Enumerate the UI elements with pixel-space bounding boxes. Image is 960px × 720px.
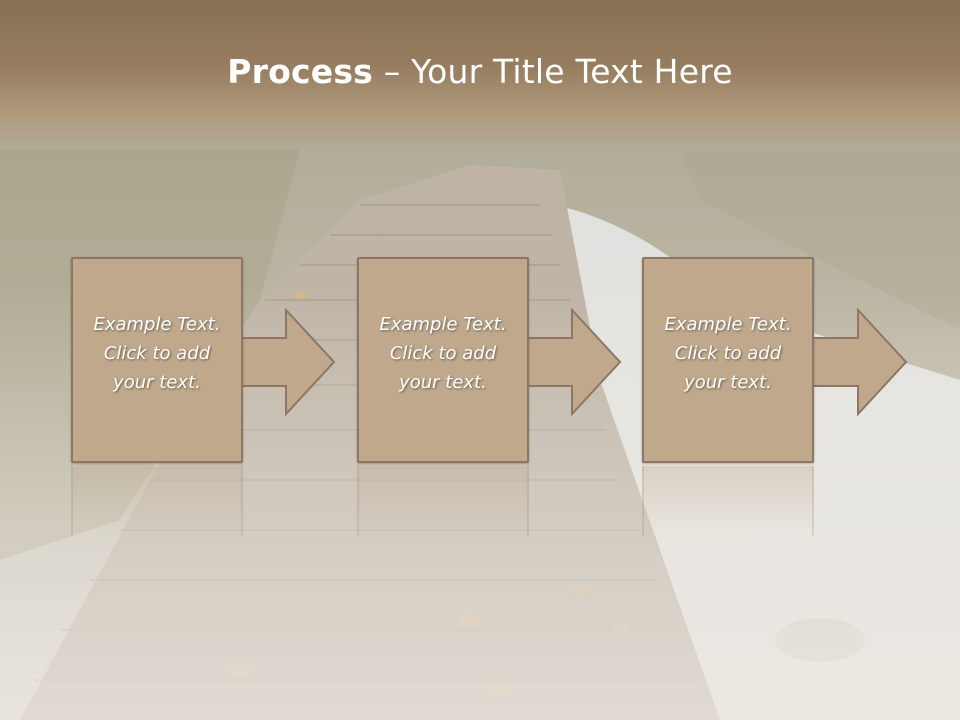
step-3-arrow-icon [812,308,908,416]
title-bold: Process [227,52,374,91]
title-bar [0,0,960,150]
step-3-reflection [642,466,814,536]
slide-title[interactable]: Process – Your Title Text Here [0,52,960,91]
step-2-box[interactable] [357,257,529,463]
step-3-text[interactable]: Example Text. Click to add your text. [664,314,792,393]
step-3-box[interactable] [642,257,814,463]
step-1-text[interactable]: Example Text. Click to add your text. [93,314,221,393]
title-rest: – Your Title Text Here [373,52,733,91]
step-1-box[interactable] [71,257,243,463]
step-2-text[interactable]: Example Text. Click to add your text. [379,314,507,393]
step-1-arrow-icon [240,308,336,416]
step-2-arrow-icon [526,308,622,416]
step-1-reflection [71,466,243,536]
step-2-reflection [357,466,529,536]
